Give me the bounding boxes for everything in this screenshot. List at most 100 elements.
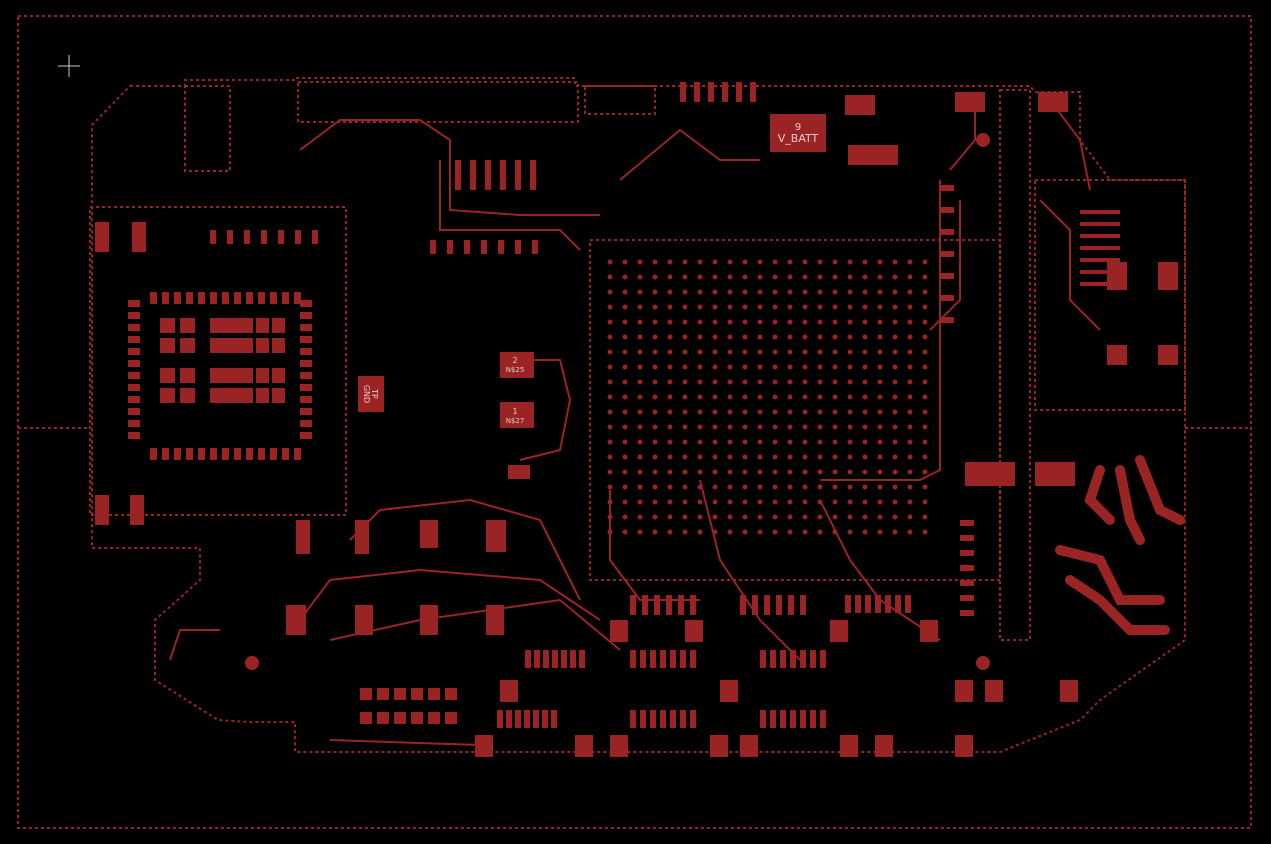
via <box>697 259 703 265</box>
via <box>907 289 913 295</box>
pad <box>198 292 205 304</box>
ic-pin <box>940 229 954 235</box>
ic-pin <box>940 207 954 213</box>
ic-pin <box>960 610 974 616</box>
via <box>667 484 673 490</box>
ic-pin <box>780 710 786 728</box>
via <box>907 529 913 535</box>
tp-gnd-pad[interactable]: TP GND <box>358 376 384 412</box>
via <box>922 364 928 370</box>
pad <box>300 384 312 391</box>
via <box>802 409 808 415</box>
bga-footprint <box>607 259 928 535</box>
component-outline <box>184 85 231 172</box>
ic-pin <box>670 650 676 668</box>
via <box>652 274 658 280</box>
ic-pin <box>497 710 503 728</box>
via <box>622 424 628 430</box>
via <box>832 514 838 520</box>
ic-pin <box>764 595 770 615</box>
pad <box>270 448 277 460</box>
pad-n25[interactable]: 2 N$25 <box>500 352 534 378</box>
via <box>892 529 898 535</box>
via <box>892 499 898 505</box>
via <box>772 469 778 475</box>
via <box>622 484 628 490</box>
via <box>607 349 613 355</box>
via <box>787 484 793 490</box>
smd-pad <box>377 688 389 700</box>
via <box>832 394 838 400</box>
via <box>862 304 868 310</box>
via <box>832 454 838 460</box>
ic-pin <box>500 160 506 190</box>
ic-pin <box>515 710 521 728</box>
via <box>922 379 928 385</box>
via <box>607 364 613 370</box>
via <box>637 364 643 370</box>
via <box>667 439 673 445</box>
ic-pin <box>736 82 742 102</box>
via <box>817 454 823 460</box>
ic-pin <box>800 595 806 615</box>
ic-pin <box>666 595 672 615</box>
via <box>727 439 733 445</box>
via <box>637 289 643 295</box>
via <box>757 349 763 355</box>
via <box>802 454 808 460</box>
via <box>907 409 913 415</box>
via <box>712 484 718 490</box>
via <box>742 529 748 535</box>
ic-pin <box>752 595 758 615</box>
via <box>697 304 703 310</box>
pad <box>258 292 265 304</box>
smd-pad <box>286 605 306 635</box>
module-outline <box>89 206 347 516</box>
thermal-pad <box>256 318 269 333</box>
via <box>742 424 748 430</box>
via <box>727 424 733 430</box>
via <box>742 289 748 295</box>
via <box>922 289 928 295</box>
via <box>682 364 688 370</box>
ic-pin <box>820 650 826 668</box>
via <box>832 484 838 490</box>
via <box>892 409 898 415</box>
pad <box>198 448 205 460</box>
via <box>862 334 868 340</box>
via <box>652 349 658 355</box>
via <box>817 394 823 400</box>
ic-pin <box>1080 258 1120 262</box>
via <box>727 364 733 370</box>
via <box>757 484 763 490</box>
via <box>862 274 868 280</box>
ic-pin <box>464 240 470 254</box>
smd-pad <box>710 735 728 757</box>
ic-pin <box>485 160 491 190</box>
pad-n27[interactable]: 1 N$27 <box>500 402 534 428</box>
ic-pin <box>690 595 696 615</box>
pad <box>128 324 140 331</box>
via <box>847 469 853 475</box>
thermal-pad <box>180 318 195 333</box>
via <box>772 514 778 520</box>
via <box>697 409 703 415</box>
ic-pin <box>447 240 453 254</box>
via <box>862 529 868 535</box>
via <box>757 469 763 475</box>
ic-pin <box>1080 234 1120 238</box>
via <box>862 364 868 370</box>
v-batt-pad[interactable]: 9 V_BATT <box>770 114 826 152</box>
via <box>742 334 748 340</box>
via <box>847 274 853 280</box>
via <box>757 514 763 520</box>
via <box>682 394 688 400</box>
via <box>922 514 928 520</box>
via <box>847 319 853 325</box>
via <box>922 529 928 535</box>
via <box>652 514 658 520</box>
pad <box>210 292 217 304</box>
via <box>697 469 703 475</box>
pad <box>128 384 140 391</box>
